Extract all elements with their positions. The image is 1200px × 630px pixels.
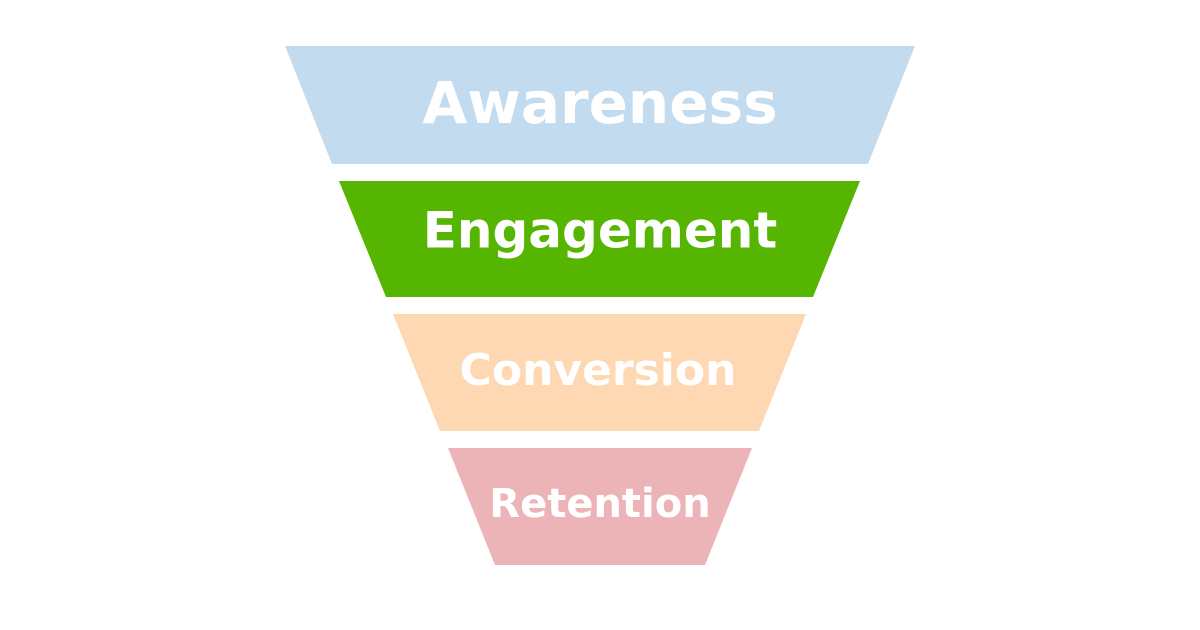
funnel-stage-retention-label: Retention <box>489 481 710 527</box>
funnel-stage-engagement: Engagement <box>339 181 860 297</box>
funnel-stage-conversion: Conversion <box>393 314 806 431</box>
funnel-stage-engagement-shape <box>339 181 860 297</box>
funnel-stage-retention-shape <box>448 448 752 565</box>
funnel-stage-engagement-label: Engagement <box>423 202 778 260</box>
funnel-stage-conversion-shape <box>393 314 806 431</box>
funnel-stage-conversion-label: Conversion <box>460 345 737 396</box>
funnel-stage-awareness-label: Awareness <box>422 69 777 137</box>
funnel-stage-retention: Retention <box>448 448 752 565</box>
funnel-stage-awareness: Awareness <box>285 46 915 164</box>
funnel-stage-awareness-shape <box>285 46 915 164</box>
